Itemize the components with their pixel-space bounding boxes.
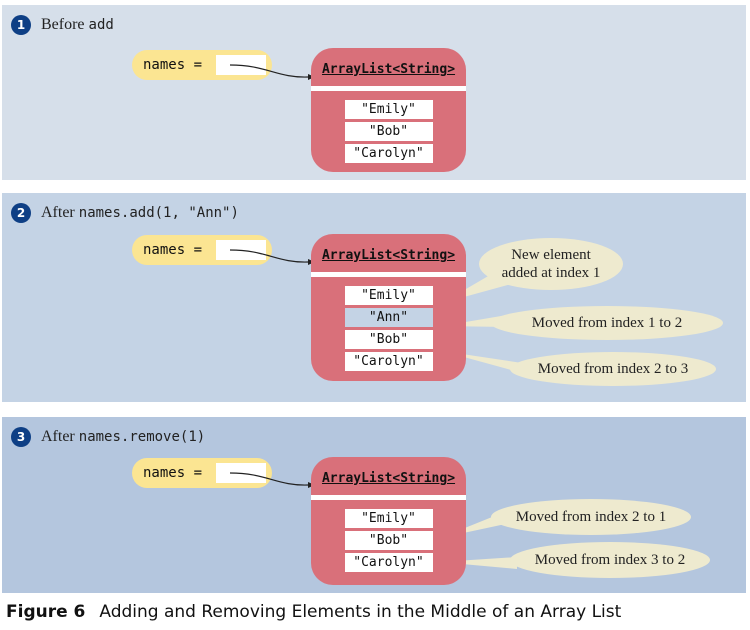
element-list: "Emily" "Bob" "Carolyn" [344,100,433,163]
step-2-title-text: After [41,204,79,221]
object-separator [311,495,466,500]
callout-moved: Moved from index 3 to 2 [510,542,710,578]
callout-line: added at index 1 [501,265,601,281]
step-3-badge: 3 [11,427,31,447]
element-cell: "Carolyn" [344,553,433,572]
callout-tail [440,557,517,569]
names-variable: names = [132,50,272,80]
object-type-label: ArrayList<String> [321,62,456,77]
step-3-panel: 3 After names.remove(1) names = ArrayLis… [2,417,746,593]
step-3-title-text: After [41,428,79,445]
step-2-panel: 2 After names.add(1, "Ann") names = Arra… [2,193,746,402]
object-type-label: ArrayList<String> [321,471,456,486]
element-cell: "Emily" [344,100,433,119]
callout-moved: Moved from index 2 to 1 [491,499,691,535]
callout-new-element: New element added at index 1 [479,238,623,290]
element-cell: "Emily" [344,286,433,305]
element-list: "Emily" "Bob" "Carolyn" [344,509,433,572]
step-3-title-code: names.remove(1) [78,429,206,445]
callout-line: New element [511,247,591,263]
element-list: "Emily" "Ann" "Bob" "Carolyn" [344,286,433,371]
step-1-heading: 1 Before add [11,15,114,35]
step-1-badge: 1 [11,15,31,35]
element-cell: "Bob" [344,531,433,550]
step-2-title-code: names.add(1, "Ann") [78,205,239,221]
figure-title: Adding and Removing Elements in the Midd… [99,602,622,622]
element-cell: "Carolyn" [344,352,433,371]
element-cell: "Emily" [344,509,433,528]
step-1-title-code: add [88,17,114,33]
callout-moved: Moved from index 1 to 2 [491,306,723,340]
step-1-title-text: Before [41,16,89,33]
variable-label: names = [143,242,203,258]
element-cell: "Bob" [344,330,433,349]
step-2-heading: 2 After names.add(1, "Ann") [11,203,239,223]
variable-label: names = [143,465,203,481]
object-separator [311,272,466,277]
step-1-panel: 1 Before add names = ArrayList<String> "… [2,5,746,180]
arraylist-object: ArrayList<String> "Emily" "Bob" "Carolyn… [311,457,466,585]
figure-label: Figure 6 [6,602,86,622]
callout-moved: Moved from index 2 to 3 [510,352,716,386]
element-cell: "Bob" [344,122,433,141]
arraylist-object: ArrayList<String> "Emily" "Ann" "Bob" "C… [311,234,466,381]
figure-caption: Figure 6 Adding and Removing Elements in … [6,602,621,622]
object-type-label: ArrayList<String> [321,248,456,263]
object-separator [311,86,466,91]
step-3-heading: 3 After names.remove(1) [11,427,205,447]
step-2-badge: 2 [11,203,31,223]
element-cell-new: "Ann" [344,308,433,327]
arraylist-object: ArrayList<String> "Emily" "Bob" "Carolyn… [311,48,466,172]
element-cell: "Carolyn" [344,144,433,163]
variable-label: names = [143,57,203,73]
names-variable: names = [132,458,272,488]
